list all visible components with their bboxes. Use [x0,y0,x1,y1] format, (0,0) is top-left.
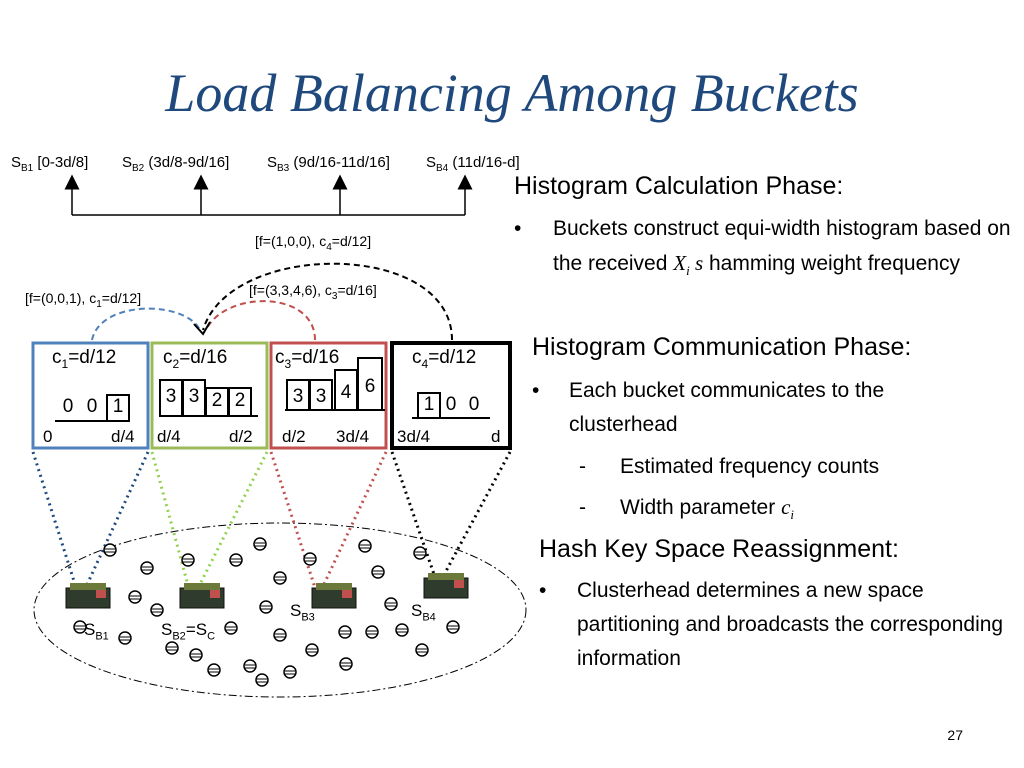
range-label-b1: SB1 [0-3d/8] [11,154,89,174]
heading-histogram-calculation: Histogram Calculation Phase: [514,172,844,200]
bar-count: 2 [211,390,223,411]
bar-count: 3 [315,386,327,407]
axis-label: 3d/4 [336,427,370,446]
bar-count: 3 [165,386,177,407]
axis-label: d/2 [229,427,253,446]
bar-count: 3 [188,386,200,407]
bucket-2-width: c2=d/16 [163,347,228,371]
arc-bucket4-to-ch [202,262,453,341]
arc-bucket1-to-ch [91,307,201,341]
axis-label: 3d/4 [397,427,431,446]
bucket-1-width: c1=d/12 [52,347,117,371]
distribution-tree [64,174,473,216]
sensor-board-icon [311,583,357,609]
dash: - [579,496,586,519]
bar-count: 1 [423,394,435,415]
dash: - [579,455,586,478]
axis-label: d/4 [111,427,135,446]
bar-count: 6 [364,376,376,397]
bucket-box-4 [390,341,512,450]
sensor-board-icon [179,583,225,609]
page-number: 27 [947,727,963,743]
bar-count: 0 [86,396,98,417]
node-label-b4: SB4 [411,601,436,624]
note-bucket4: [f=(1,0,0), c4=d/12] [255,233,372,253]
note-bucket1: [f=(0,0,1), c1=d/12] [25,290,142,310]
subitem-frequency: -Estimated frequency counts [579,455,880,478]
data-items [73,537,460,687]
sensor-board-icon [65,583,111,609]
bar-count: 3 [292,386,304,407]
axis-label: 0 [43,427,53,446]
bar-count: 1 [112,396,124,417]
note-bucket3: [f=(3,3,4,6), c3=d/16] [249,282,377,302]
bucket-box-2 [150,341,269,450]
bar-count: 0 [62,396,74,417]
arc-bucket3-to-ch [205,300,316,341]
node-label-b1: SB1 [84,620,109,643]
bar-count: 2 [234,390,246,411]
bar-count: 0 [468,394,480,415]
bucket-box-3 [269,341,388,450]
range-label-b2: SB2 (3d/8-9d/16] [122,154,230,174]
bullet-dot: • [532,379,540,402]
bar-count: 0 [445,394,457,415]
heading-hash-key-space: Hash Key Space Reassignment: [539,535,899,563]
sensor-board-icon [423,573,469,599]
cluster-ellipse [33,522,527,698]
slide-title: Load Balancing Among Buckets [165,63,859,123]
bucket-3-width: c3=d/16 [275,347,340,371]
range-label-b4: SB4 (11d/16-d] [426,154,520,174]
node-label-b3: SB3 [290,601,315,624]
bullet-reassignment: • Clusterhead determines a new space par… [539,574,1009,676]
subitem-width: -Width parameter ci [579,495,795,523]
bullet-dot: • [514,217,522,240]
node-label-b2: SB2=SC [161,620,216,643]
bullet-communication: • Each bucket communicates to the cluste… [532,374,992,442]
bar-count: 4 [340,382,352,403]
axis-label: d/4 [157,427,181,446]
range-label-b3: SB3 (9d/16-11d/16] [267,154,390,174]
bucket-box-1 [31,341,150,450]
bucket-4-width: c4=d/12 [412,347,477,371]
bullet-dot: • [539,579,547,602]
heading-histogram-communication: Histogram Communication Phase: [532,333,912,361]
axis-label: d/2 [282,427,306,446]
bullet-calculation: • Buckets construct equi-width histogram… [514,212,1019,288]
axis-label: d [491,427,501,446]
